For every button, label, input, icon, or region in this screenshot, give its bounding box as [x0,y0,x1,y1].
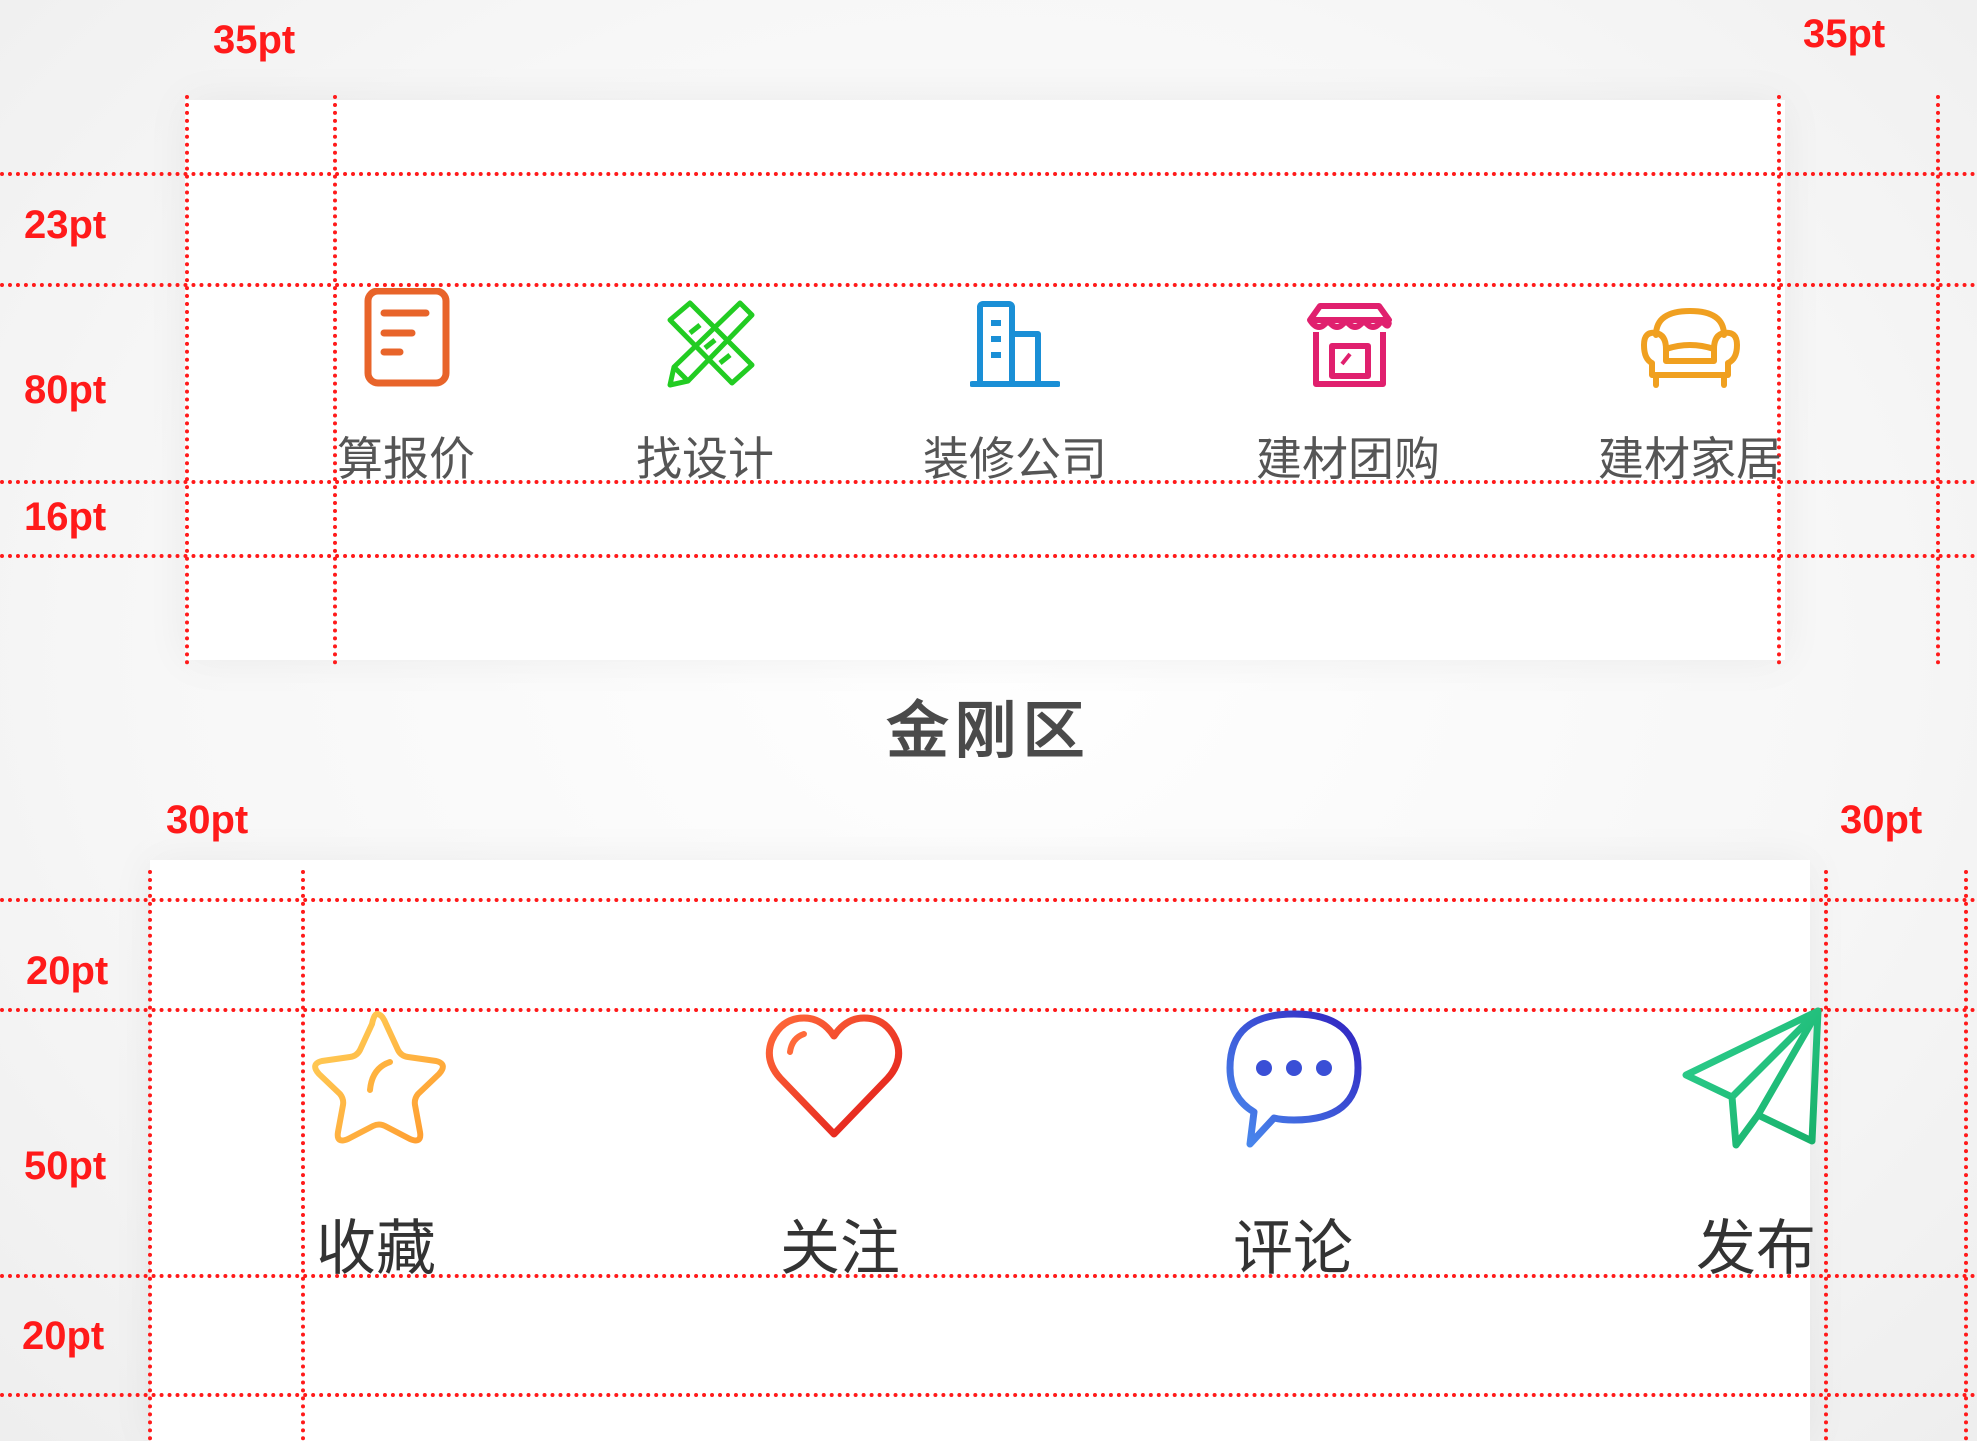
top-item-label-4: 建材团购 [1256,432,1440,486]
top-guide-v3 [1777,95,1781,665]
bottom-guide-v3 [1824,870,1828,1441]
top-item-label-2: 找设计 [636,432,774,486]
building-icon[interactable] [969,296,1061,391]
top-guide-h4 [0,554,1977,558]
ruler-pencil-icon[interactable] [660,295,760,390]
bottom-margin-right-label: 30pt [1840,798,1923,842]
top-panel [185,100,1785,660]
top-guide-v1 [185,95,189,665]
top-margin-left-label: 35pt [213,18,296,62]
bottom-guide-v4 [1964,870,1968,1441]
top-guide-v4 [1936,95,1940,665]
bottom-guide-h4 [0,1393,1977,1397]
top-item-label-3: 装修公司 [923,432,1107,486]
top-row-label-1: 23pt [24,203,107,247]
top-row-label-3: 16pt [24,495,107,539]
sofa-icon[interactable] [1638,305,1743,390]
bottom-row-label-1: 20pt [26,949,109,993]
top-guide-v2 [333,95,337,665]
star-icon[interactable] [302,1008,452,1148]
top-guide-h3 [0,480,1977,484]
chat-bubble-icon[interactable] [1222,1008,1367,1148]
top-row-label-2: 80pt [24,368,107,412]
bottom-row-label-3: 20pt [22,1314,105,1358]
bottom-item-label-2: 关注 [780,1214,900,1284]
heart-icon[interactable] [762,1012,907,1142]
top-guide-h1 [0,172,1977,176]
bottom-guide-h2 [0,1008,1977,1012]
bottom-panel [150,860,1810,1441]
bottom-item-label-4: 发布 [1696,1214,1816,1284]
paper-plane-icon[interactable] [1680,1005,1825,1155]
bottom-item-label-1: 收藏 [316,1214,436,1284]
section-title: 金刚区 [886,694,1091,767]
bottom-guide-h1 [0,898,1977,902]
bottom-guide-v1 [148,870,152,1441]
bottom-row-label-2: 50pt [24,1144,107,1188]
bottom-guide-h3 [0,1274,1977,1278]
bottom-guide-v2 [301,870,305,1441]
storefront-icon[interactable] [1302,300,1397,390]
bottom-item-label-3: 评论 [1233,1214,1353,1284]
document-icon[interactable] [362,287,452,388]
top-margin-right-label: 35pt [1803,12,1886,56]
bottom-margin-left-label: 30pt [166,798,249,842]
top-item-label-1: 算报价 [337,432,475,486]
top-item-label-5: 建材家居 [1598,432,1782,486]
top-guide-h2 [0,283,1977,287]
